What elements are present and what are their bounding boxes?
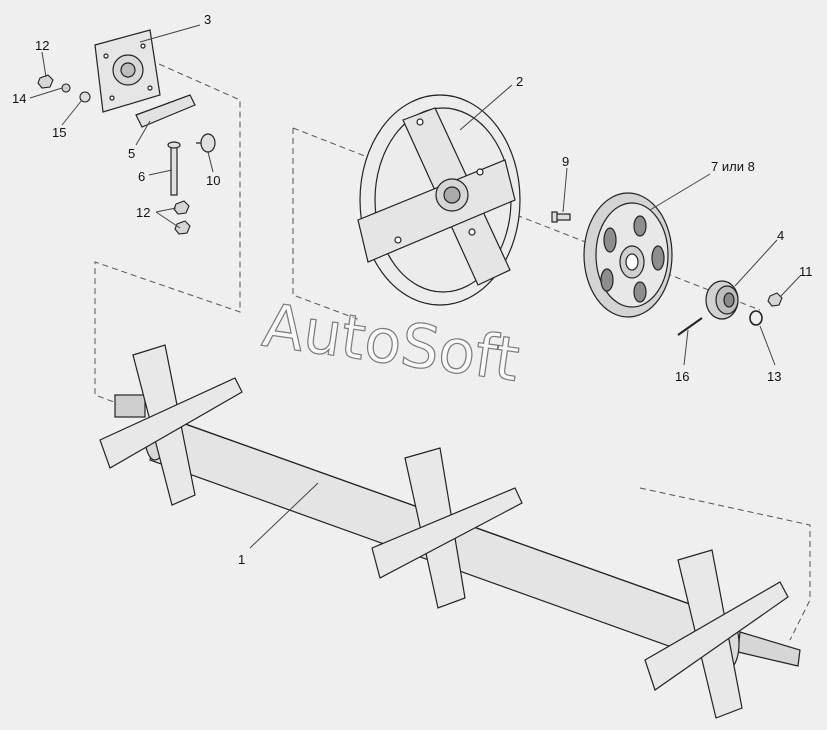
callout-3: 3 [204,12,211,27]
callout-7-8: 7 или 8 [711,159,755,174]
callout-12-top: 12 [35,38,49,53]
bracket-5 [135,94,196,128]
callout-5: 5 [128,146,135,161]
callout-14: 14 [12,91,26,106]
flange-plate-3 [94,29,161,113]
leader-lines [29,24,801,549]
nut-11 [767,292,783,307]
callout-15: 15 [52,125,66,140]
callout-16: 16 [675,369,689,384]
callout-labels: 3 12 14 15 5 6 10 12 2 9 7 или 8 4 11 13… [12,12,813,567]
nut-12-lower-b [174,220,191,235]
callout-4: 4 [777,228,784,243]
hub-4 [705,280,739,320]
callout-10: 10 [206,173,220,188]
shaft-stub [737,631,801,667]
left-frame-horizontal [99,377,243,469]
sheave-7-8 [583,192,673,318]
callout-12-lower: 12 [136,205,150,220]
callout-6: 6 [138,169,145,184]
washer-15 [79,91,91,103]
callout-2: 2 [516,74,523,89]
watermark-text: AutoSoft [259,291,524,396]
carriage-bolt-10 [196,133,216,153]
bolt-6 [167,141,181,196]
bolt-9 [551,211,571,223]
ring-13 [749,310,763,326]
nut-12-lower-a [173,200,190,215]
right-frame-horizontal [644,581,789,691]
callout-9: 9 [562,154,569,169]
main-shaft-assembly [99,344,801,719]
nut-12-top [37,74,54,89]
fasteners-small [37,74,191,235]
left-hub [114,394,146,418]
callout-11: 11 [799,264,813,279]
pin-16 [677,317,703,336]
middle-frame-horizontal [371,487,523,579]
callout-1: 1 [238,552,245,567]
callout-13: 13 [767,369,781,384]
pulley-disk-2 [357,94,521,306]
washer-14 [61,83,71,93]
